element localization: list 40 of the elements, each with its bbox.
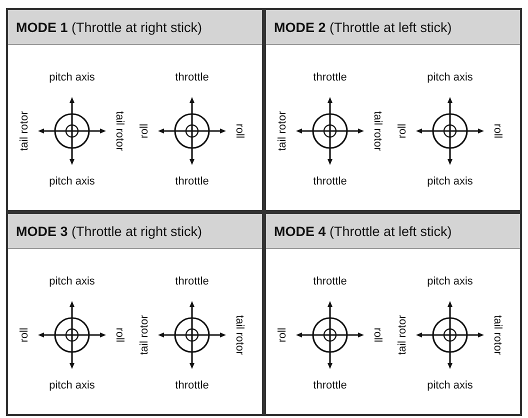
axis-label: tail rotor	[232, 315, 246, 355]
axis-label: pitch axis	[427, 276, 473, 288]
axis-label: pitch axis	[427, 380, 473, 392]
axis-label: pitch axis	[49, 72, 95, 84]
panel-heading: MODE 1 (Throttle at right stick)	[8, 10, 262, 45]
axis-label: roll	[396, 124, 410, 138]
axis-label: roll	[370, 328, 384, 342]
mode-panel	[6, 8, 264, 212]
axis-label: throttle	[313, 176, 347, 188]
axis-label: throttle	[175, 276, 209, 288]
panel-heading: MODE 4 (Throttle at left stick)	[266, 214, 520, 249]
axis-label: throttle	[313, 380, 347, 392]
axis-label: tail rotor	[112, 111, 126, 151]
axis-label: roll	[232, 124, 246, 138]
axis-label: roll	[112, 328, 126, 342]
axis-label: roll	[138, 124, 152, 138]
axis-label: tail rotor	[370, 111, 384, 151]
axis-label: pitch axis	[49, 380, 95, 392]
axis-label: throttle	[175, 380, 209, 392]
axis-label: tail rotor	[18, 111, 32, 151]
panel-heading: MODE 2 (Throttle at left stick)	[266, 10, 520, 45]
axis-label: tail rotor	[138, 315, 152, 355]
axis-label: roll	[276, 328, 290, 342]
axis-label: pitch axis	[49, 276, 95, 288]
mode-panel	[6, 212, 264, 416]
axis-label: pitch axis	[49, 176, 95, 188]
axis-label: tail rotor	[276, 111, 290, 151]
axis-label: roll	[490, 124, 504, 138]
axis-label: throttle	[175, 176, 209, 188]
axis-label: roll	[18, 328, 32, 342]
axis-label: throttle	[313, 72, 347, 84]
panel-heading: MODE 3 (Throttle at right stick)	[8, 214, 262, 249]
axis-label: throttle	[313, 276, 347, 288]
axis-label: tail rotor	[396, 315, 410, 355]
axis-label: throttle	[175, 72, 209, 84]
axis-label: pitch axis	[427, 72, 473, 84]
axis-label: tail rotor	[490, 315, 504, 355]
axis-label: pitch axis	[427, 176, 473, 188]
mode-panel	[264, 212, 522, 416]
mode-panel	[264, 8, 522, 212]
